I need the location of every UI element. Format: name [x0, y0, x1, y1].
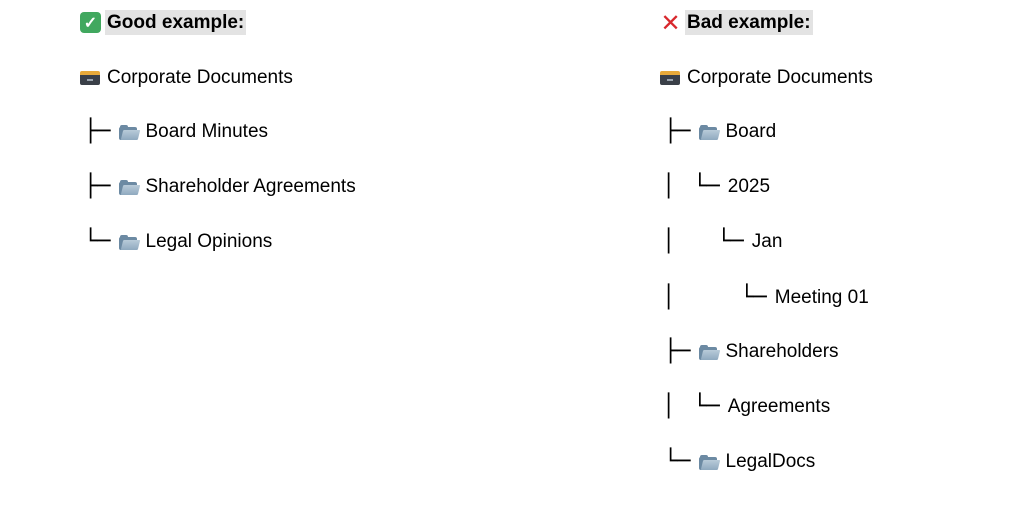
tree-item: ├─ Board Minutes: [84, 117, 268, 147]
tree-item-label: LegalDocs: [725, 451, 816, 472]
tree-branch-connector: └─: [84, 229, 111, 254]
tree-item-label: Shareholders: [725, 341, 839, 362]
tree-item: ├─ Shareholder Agreements: [84, 172, 356, 202]
folder-icon: [698, 454, 720, 470]
tree-item-label: Legal Opinions: [145, 231, 273, 252]
folder-icon: [118, 179, 140, 195]
tree-item: │ └─ Agreements: [662, 392, 830, 422]
tree-branch-connector: └─: [693, 174, 720, 199]
bad-example-column: ✕ Bad example: Corporate Documents ├─ Bo…: [660, 0, 1010, 528]
tree-item-label: Board: [725, 121, 777, 142]
cross-mark-icon: ✕: [660, 8, 681, 37]
tree-pipe-connector: │: [662, 285, 676, 310]
tree-item: │ └─ 2025: [662, 172, 770, 202]
tree-item-label: Board Minutes: [145, 121, 269, 142]
tree-item-label: Agreements: [727, 396, 831, 417]
tree-item-label: Meeting 01: [774, 287, 869, 308]
tree-item: │ └─ Meeting 01: [662, 283, 869, 313]
tree-branch-connector: ├─: [84, 119, 111, 144]
tree-item: │ └─ Jan: [662, 227, 782, 257]
tree-root-label: Corporate Documents: [687, 67, 873, 88]
good-example-title: Good example:: [105, 10, 247, 35]
tree-branch-connector: ├─: [84, 174, 111, 199]
good-example-heading: ✓ Good example:: [80, 9, 247, 36]
tree-branch-connector: ├─: [664, 119, 691, 144]
folder-icon: [698, 124, 720, 140]
good-example-column: ✓ Good example: Corporate Documents ├─ B…: [80, 0, 560, 528]
tree-item-label: Jan: [751, 231, 783, 252]
bad-example-heading: ✕ Bad example:: [660, 8, 813, 37]
tree-root: Corporate Documents: [80, 63, 293, 93]
check-mark-icon: ✓: [80, 12, 101, 33]
tree-branch-connector: └─: [740, 285, 767, 310]
folder-icon: [698, 344, 720, 360]
file-cabinet-icon: [80, 71, 100, 85]
tree-root: Corporate Documents: [660, 63, 873, 93]
tree-item-label: 2025: [727, 176, 771, 197]
folder-icon: [118, 124, 140, 140]
file-cabinet-icon: [660, 71, 680, 85]
tree-item: ├─ Shareholders: [664, 337, 839, 367]
tree-item-label: Shareholder Agreements: [145, 176, 356, 197]
tree-branch-connector: └─: [717, 229, 744, 254]
folder-icon: [118, 234, 140, 250]
tree-branch-connector: ├─: [664, 339, 691, 364]
tree-branch-connector: └─: [664, 449, 691, 474]
tree-item: └─ LegalDocs: [664, 447, 815, 477]
tree-pipe-connector: │: [662, 174, 676, 199]
tree-pipe-connector: │: [662, 229, 676, 254]
tree-item: └─ Legal Opinions: [84, 227, 272, 257]
tree-item: ├─ Board: [664, 117, 776, 147]
bad-example-title: Bad example:: [685, 10, 813, 35]
tree-branch-connector: └─: [693, 394, 720, 419]
tree-pipe-connector: │: [662, 394, 676, 419]
tree-root-label: Corporate Documents: [107, 67, 293, 88]
